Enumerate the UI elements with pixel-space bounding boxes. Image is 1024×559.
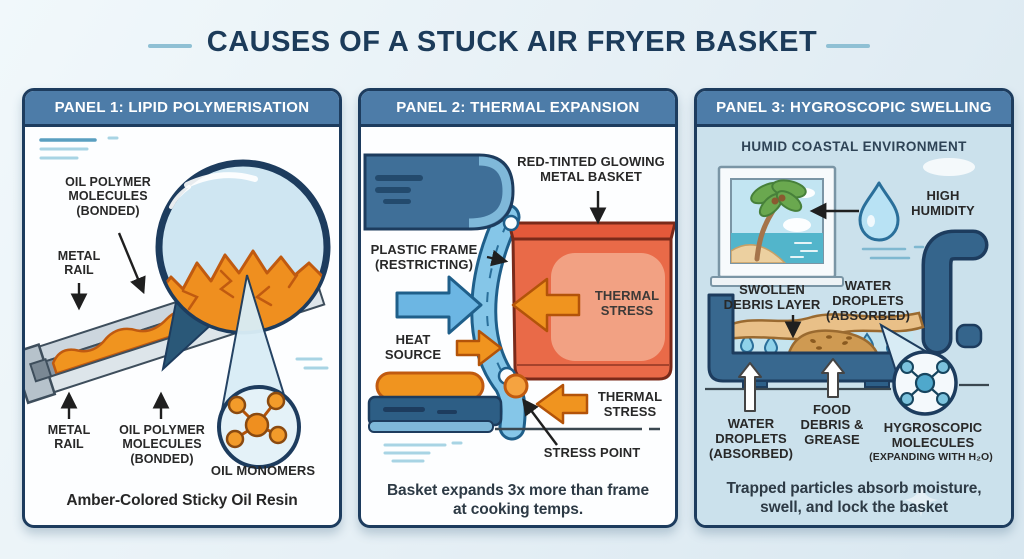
plastic-frame-icon bbox=[470, 203, 527, 441]
panel-lipid-polymerisation: PANEL 1: LIPID POLYMERISATION bbox=[22, 88, 342, 528]
joint-dot-icon bbox=[502, 214, 520, 232]
speed-lines-icon bbox=[39, 136, 119, 160]
label-metal-rail-left: METAL RAIL bbox=[57, 249, 101, 278]
red-metal-basket-icon bbox=[507, 221, 675, 381]
label-swollen-debris: SWOLLEN DEBRIS LAYER bbox=[723, 282, 821, 312]
label-stress-point: STRESS POINT bbox=[543, 445, 641, 460]
speed-lines-icon bbox=[383, 441, 463, 463]
label-oil-monomers: OIL MONOMERS bbox=[210, 463, 316, 478]
panel-2-caption: Basket expands 3x more than frame at coo… bbox=[386, 482, 650, 519]
fryer-base-icon bbox=[367, 395, 503, 433]
panel-3-caption: Trapped particles absorb moisture, swell… bbox=[726, 480, 982, 517]
panel-2-illustration bbox=[363, 153, 675, 463]
label-oil-polymer-bottom: OIL POLYMER MOLECULES (BONDED) bbox=[119, 423, 205, 466]
heat-element-icon bbox=[375, 371, 485, 401]
label-plastic-frame: PLASTIC FRAME (RESTRICTING) bbox=[370, 242, 478, 272]
pointer-arrows bbox=[60, 232, 170, 419]
food-debris-icon bbox=[787, 329, 880, 355]
label-oil-polymer-top: OIL POLYMER MOLECULES (BONDED) bbox=[65, 175, 151, 218]
page-title: CAUSES OF A STUCK AIR FRYER BASKET bbox=[206, 26, 818, 58]
label-food-debris: FOOD DEBRIS & GREASE bbox=[800, 402, 864, 447]
label-hygroscopic-sub: (EXPANDING WITH H₂O) bbox=[869, 451, 993, 463]
sparkle-icon bbox=[904, 483, 938, 517]
water-droplet-icon bbox=[858, 181, 900, 242]
speed-lines-icon bbox=[295, 357, 329, 370]
panel-3-header: PANEL 3: HYGROSCOPIC SWELLING bbox=[697, 91, 1011, 127]
hygroscopic-molecule-icon bbox=[892, 350, 958, 416]
basket-pan-icon bbox=[707, 293, 923, 383]
panel-3-body: HUMID COASTAL ENVIRONMENT HIGH HUMIDITY … bbox=[697, 127, 1011, 525]
basket-foot bbox=[864, 380, 890, 388]
label-thermal-stress-upper: THERMAL STRESS bbox=[594, 288, 660, 318]
title-right-dash bbox=[826, 44, 870, 48]
oil-monomer-molecule-icon bbox=[217, 385, 301, 469]
label-water-droplets-lower: WATER DROPLETS (ABSORBED) bbox=[708, 416, 794, 461]
label-red-basket: RED-TINTED GLOWING METAL BASKET bbox=[517, 154, 665, 184]
air-fryer-body-icon bbox=[363, 153, 515, 231]
fryer-handle-icon bbox=[921, 229, 989, 355]
panel-thermal-expansion: PANEL 2: THERMAL EXPANSION bbox=[358, 88, 678, 528]
up-arrow-icon bbox=[738, 362, 762, 412]
swollen-debris-icon bbox=[723, 311, 925, 341]
label-heat-source: HEAT SOURCE bbox=[384, 332, 442, 362]
label-thermal-stress-lower: THERMAL STRESS bbox=[597, 389, 663, 419]
coastal-window-icon bbox=[710, 165, 844, 287]
expansion-arrow-icon bbox=[395, 275, 483, 335]
panel-1-header: PANEL 1: LIPID POLYMERISATION bbox=[25, 91, 339, 127]
panel-2-body: RED-TINTED GLOWING METAL BASKET PLASTIC … bbox=[361, 127, 675, 525]
panel-1-caption: Amber-Colored Sticky Oil Resin bbox=[66, 492, 298, 509]
panel-1-illustration bbox=[25, 136, 331, 469]
panel-2-header: PANEL 2: THERMAL EXPANSION bbox=[361, 91, 675, 127]
thermal-stress-arrow-icon bbox=[511, 277, 581, 333]
label-hygroscopic: HYGROSCOPIC MOLECULES bbox=[883, 420, 983, 450]
pointer-arrows bbox=[486, 191, 607, 446]
speed-lines-icon bbox=[861, 245, 925, 260]
title-left-dash bbox=[148, 44, 192, 48]
panel-1-body: OIL POLYMER MOLECULES (BONDED) METAL RAI… bbox=[25, 127, 339, 525]
label-high-humidity: HIGH HUMIDITY bbox=[911, 188, 975, 218]
up-arrow-icon bbox=[821, 358, 845, 398]
panel-3-illustration bbox=[705, 158, 989, 517]
thermal-stress-arrow-icon bbox=[535, 383, 589, 425]
heat-arrow-icon bbox=[455, 329, 503, 367]
label-humid-coastal: HUMID COASTAL ENVIRONMENT bbox=[741, 139, 967, 154]
label-metal-rail-bottom: METAL RAIL bbox=[47, 423, 91, 452]
label-water-droplets-upper: WATER DROPLETS (ABSORBED) bbox=[825, 278, 911, 323]
stress-point-icon bbox=[503, 373, 529, 399]
panel-hygroscopic-swelling: PANEL 3: HYGROSCOPIC SWELLING bbox=[694, 88, 1014, 528]
